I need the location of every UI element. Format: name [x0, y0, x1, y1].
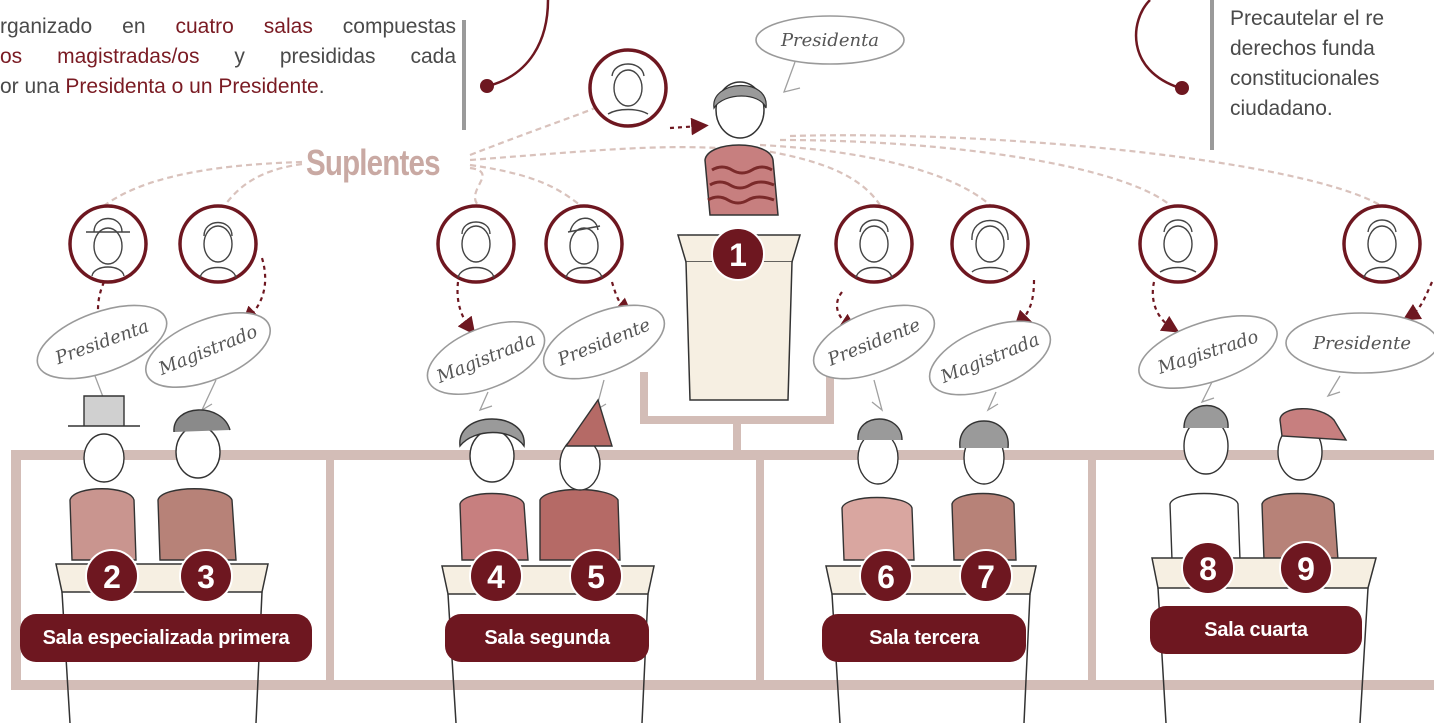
highlight-magistradas: os magistradas/os	[0, 45, 200, 68]
suplente-portrait	[950, 204, 1030, 284]
number-badge-circle	[859, 549, 913, 603]
suplente-portrait	[544, 204, 624, 284]
number-badge-circle	[469, 549, 523, 603]
bubble-member	[426, 320, 546, 396]
suplente-portrait	[436, 204, 516, 284]
bubble-member	[928, 320, 1052, 396]
intro-left-line-2: os magistradas/os y presididas cada	[0, 42, 456, 72]
number-1: 1	[729, 237, 747, 273]
face-sketches	[86, 63, 1401, 279]
suplente-portrait-president	[588, 48, 668, 128]
number-badge-circle	[959, 549, 1013, 603]
number-badge-circle	[1279, 541, 1333, 595]
sala-label-primera: Sala especializada primera	[20, 614, 312, 662]
intro-left-line-3: or una Presidenta o un Presidente.	[0, 72, 456, 102]
highlight-cuatro-salas: cuatro salas	[175, 15, 313, 38]
bubble-member	[542, 304, 666, 380]
intro-text-fragment: .	[318, 75, 325, 98]
intro-text-fragment: rganizado en	[0, 15, 176, 38]
number-3: 3	[197, 559, 215, 595]
number-badges	[85, 227, 1333, 603]
intro-left-line-1: rganizado en cuatro salas compuestas	[0, 12, 456, 42]
bubble-member	[36, 304, 168, 380]
intro-text-fragment: compuestas	[312, 15, 456, 38]
bubble-member	[1138, 315, 1278, 389]
number-7: 7	[977, 559, 995, 595]
suplente-portraits	[68, 48, 1422, 284]
number-2: 2	[103, 559, 121, 595]
intro-text-right: Precautelar el re derechos funda constit…	[1230, 4, 1434, 124]
bubble-member	[144, 311, 272, 389]
member-figures	[68, 395, 1348, 561]
number-badge-circle	[1181, 541, 1235, 595]
sala-label-cuarta: Sala cuarta	[1150, 606, 1362, 654]
bubble-text-9: Presidente	[1312, 333, 1411, 354]
intro-left-divider	[462, 20, 466, 130]
decorative-dot-right	[1175, 81, 1189, 95]
intro-text-fragment: y presididas cada	[199, 45, 456, 68]
bubble-text-president: Presidenta	[780, 30, 879, 51]
decorative-curve-left	[487, 0, 550, 88]
suplentes-label: Suplentes	[306, 142, 441, 183]
sala-label-segunda: Sala segunda	[445, 614, 649, 662]
number-5: 5	[587, 559, 605, 595]
decorative-dot-left	[480, 79, 494, 93]
number-badge-circle	[569, 549, 623, 603]
speech-bubbles	[36, 15, 1434, 396]
suplente-portrait	[178, 204, 258, 284]
number-badge-circle	[711, 227, 765, 281]
number-9: 9	[1297, 551, 1315, 587]
number-labels: 1 2 3 4 5 6 7 8 9	[103, 237, 1315, 595]
number-6: 6	[877, 559, 895, 595]
highlight-presidenta: Presidenta o un Presidente	[65, 75, 319, 98]
intro-right-line-1: Precautelar el re	[1230, 7, 1385, 30]
suplente-portrait	[68, 204, 148, 284]
intro-text-fragment: or una	[0, 75, 66, 98]
bubble-member	[1285, 312, 1434, 374]
salas-frame	[11, 372, 1434, 690]
intro-right-line-4: ciudadano.	[1230, 97, 1333, 120]
bubble-member	[812, 304, 936, 380]
number-8: 8	[1199, 551, 1217, 587]
suplente-portrait	[834, 204, 914, 284]
bubble-pointers	[94, 61, 1341, 412]
intro-right-line-2: derechos funda	[1230, 37, 1375, 60]
intro-right-divider	[1210, 0, 1214, 150]
intro-right-line-3: constitucionales	[1230, 67, 1380, 90]
number-badge-circle	[85, 549, 139, 603]
sala-label-tercera: Sala tercera	[822, 614, 1026, 662]
bubble-president	[755, 15, 905, 65]
decorative-curve-right	[1134, 0, 1181, 90]
intro-text-left: rganizado en cuatro salas compuestas os …	[0, 12, 456, 102]
number-4: 4	[487, 559, 505, 595]
suplente-portrait	[1138, 204, 1218, 284]
number-badge-circle	[179, 549, 233, 603]
suplente-portrait	[1342, 204, 1422, 284]
